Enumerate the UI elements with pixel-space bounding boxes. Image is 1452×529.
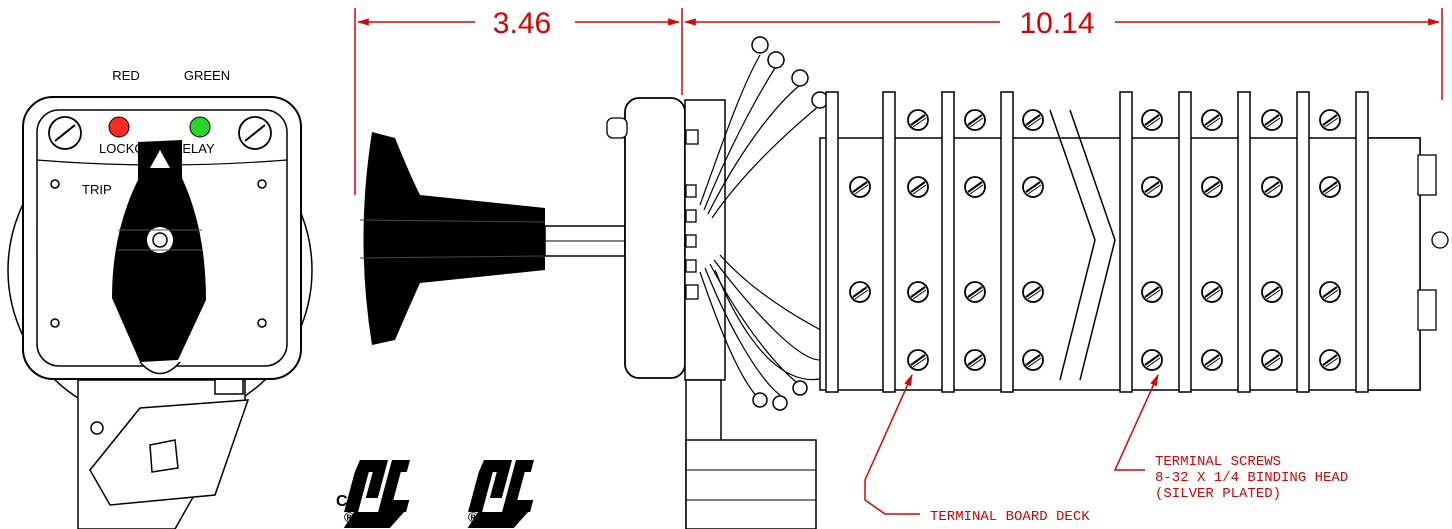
trip-position-label: TRIP	[82, 182, 112, 197]
faceplate-screw-right	[238, 116, 272, 150]
terminal-board-decks	[825, 91, 1369, 393]
dimension-lines	[354, 8, 1443, 195]
ul-certification-mark: ®	[467, 460, 534, 528]
registered-mark-icon: ®	[344, 509, 355, 525]
mounting-hole	[257, 179, 267, 189]
cul-certification-mark: C ®	[336, 460, 410, 528]
t-handle-side[interactable]	[359, 132, 546, 345]
terminal-board-deck-callout: TERMINAL BOARD DECK	[930, 509, 1090, 525]
terminal-screws-callout-line3: (SILVER PLATED)	[1155, 486, 1281, 502]
faceplate-screw-left	[48, 116, 82, 150]
pointer-arrow-icon	[150, 150, 170, 168]
green-lamp-label: GREEN	[184, 68, 230, 83]
front-view: RED GREEN LOCKOUT RELAY TRIP	[7, 68, 313, 529]
registered-mark-icon: ®	[468, 509, 479, 525]
mounting-hole	[50, 179, 60, 189]
side-view	[359, 36, 1449, 529]
green-indicator-lamp	[189, 116, 211, 138]
mounting-plate	[624, 97, 686, 379]
wire-bundle	[699, 54, 881, 401]
red-lamp-label: RED	[112, 68, 139, 83]
red-indicator-lamp	[108, 116, 130, 138]
mounting-bracket	[77, 371, 250, 529]
ul-logo-icon	[467, 460, 534, 528]
ul-logo-icon	[343, 460, 410, 528]
dimension-3-46: 3.46	[493, 7, 551, 40]
terminal-screws-callout-line2: 8-32 X 1/4 BINDING HEAD	[1155, 470, 1348, 486]
c-mark: C	[336, 493, 348, 510]
dimension-10-14: 10.14	[1019, 7, 1094, 40]
control-handle[interactable]	[112, 140, 206, 362]
terminal-screws-callout-line1: TERMINAL SCREWS	[1155, 454, 1281, 470]
relay-position-label: RELAY	[173, 141, 215, 156]
break-line	[1049, 109, 1096, 381]
mounting-hole	[50, 318, 60, 328]
callout-leaders	[864, 373, 1159, 515]
mounting-hole	[257, 318, 267, 328]
